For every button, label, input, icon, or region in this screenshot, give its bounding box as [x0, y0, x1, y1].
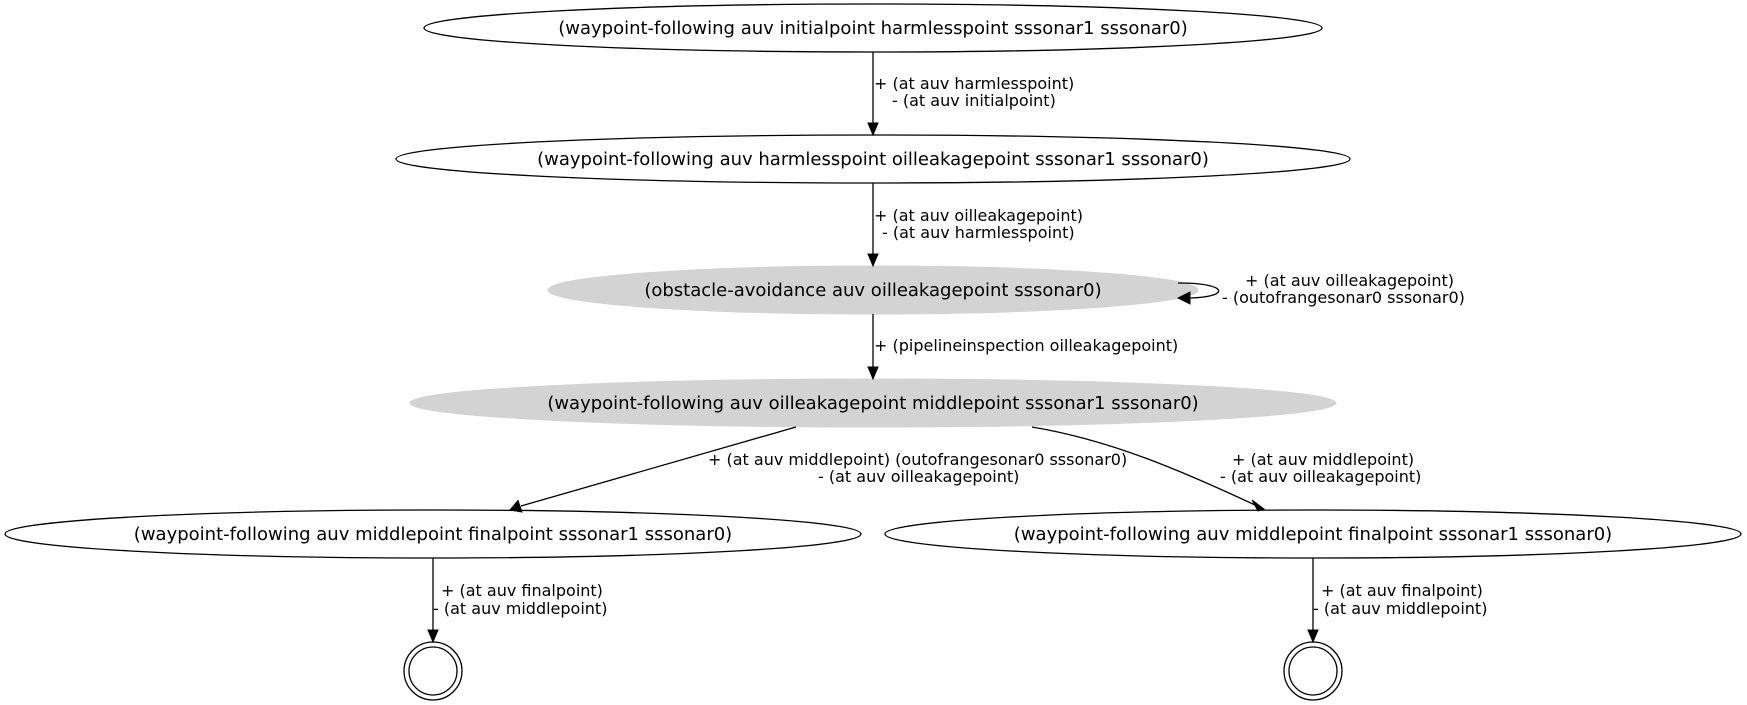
edge-label: + (at auv middlepoint) (outofrangesonar0…: [708, 450, 1127, 469]
edge-label: + (at auv finalpoint): [1321, 581, 1483, 600]
node-label: (waypoint-following auv initialpoint har…: [558, 18, 1188, 39]
edge-middle-left-to-final[interactable]: + (at auv finalpoint) - (at auv middlepo…: [427, 558, 607, 644]
node-middle-waypoint-right[interactable]: (waypoint-following auv middlepoint fina…: [884, 509, 1742, 559]
edge-obstacle-to-oilleakage[interactable]: + (pipelineinspection oilleakagepoint): [867, 314, 1178, 381]
edge-label: + (at auv oilleakagepoint): [874, 206, 1083, 225]
edge-label: - (at auv oilleakagepoint): [1220, 467, 1421, 486]
edge-oilleakage-to-middle-right[interactable]: + (at auv middlepoint) - (at auv oilleak…: [1031, 426, 1421, 512]
final-state-left[interactable]: [403, 641, 463, 701]
node-middle-waypoint-left[interactable]: (waypoint-following auv middlepoint fina…: [4, 509, 862, 559]
node-harmless-waypoint[interactable]: (waypoint-following auv harmlesspoint oi…: [395, 134, 1351, 184]
edge-label: + (at auv finalpoint): [441, 581, 603, 600]
edge-label: + (pipelineinspection oilleakagepoint): [874, 336, 1178, 355]
node-label: (obstacle-avoidance auv oilleakagepoint …: [644, 280, 1101, 301]
node-label: (waypoint-following auv middlepoint fina…: [134, 524, 732, 545]
final-state-right[interactable]: [1283, 641, 1343, 701]
node-label: (waypoint-following auv harmlesspoint oi…: [537, 149, 1209, 170]
node-label: (waypoint-following auv middlepoint fina…: [1014, 524, 1612, 545]
edge-label: + (at auv middlepoint): [1232, 450, 1414, 469]
edge-initial-to-harmless[interactable]: + (at auv harmlesspoint) - (at auv initi…: [867, 52, 1074, 137]
node-initial-waypoint[interactable]: (waypoint-following auv initialpoint har…: [423, 3, 1323, 53]
edge-oilleakage-to-middle-left[interactable]: + (at auv middlepoint) (outofrangesonar0…: [509, 426, 1127, 513]
edge-label: + (at auv harmlesspoint): [874, 74, 1074, 93]
edge-label: - (at auv harmlesspoint): [882, 223, 1075, 242]
node-obstacle-avoidance[interactable]: (obstacle-avoidance auv oilleakagepoint …: [547, 265, 1199, 315]
edge-middle-right-to-final[interactable]: + (at auv finalpoint) - (at auv middlepo…: [1307, 558, 1487, 644]
edge-label: - (at auv middlepoint): [433, 599, 607, 618]
edge-label: - (outofrangesonar0 sssonar0): [1222, 288, 1465, 307]
edge-label: - (at auv initialpoint): [892, 91, 1056, 110]
edge-harmless-to-obstacle[interactable]: + (at auv oilleakagepoint) - (at auv har…: [867, 183, 1083, 268]
edge-obstacle-self-loop[interactable]: + (at auv oilleakagepoint) - (outofrange…: [1176, 271, 1465, 307]
edge-label: + (at auv oilleakagepoint): [1245, 271, 1454, 290]
edge-label: - (at auv oilleakagepoint): [818, 467, 1019, 486]
edge-label: - (at auv middlepoint): [1313, 599, 1487, 618]
node-oilleakage-waypoint[interactable]: (waypoint-following auv oilleakagepoint …: [409, 378, 1337, 428]
node-label: (waypoint-following auv oilleakagepoint …: [547, 393, 1198, 414]
